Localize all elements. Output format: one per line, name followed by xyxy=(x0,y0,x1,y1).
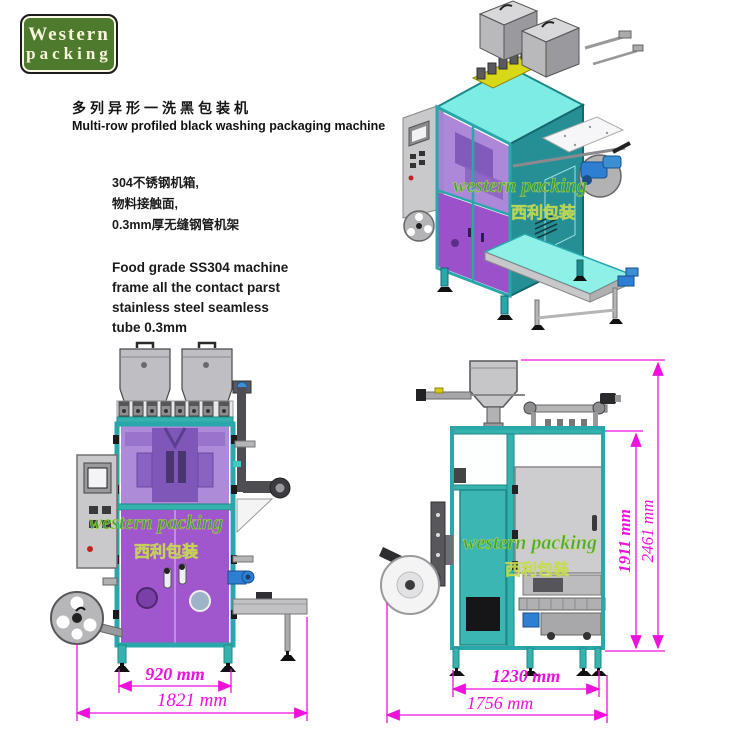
machine-body-side xyxy=(450,426,606,650)
vent-slots xyxy=(534,213,558,240)
film-arm-front xyxy=(232,380,291,534)
machine-side-view: 1230 mm 1756 mm 1911 mm 2461 mm western … xyxy=(379,359,665,723)
conveyor-3d xyxy=(483,233,639,330)
watermark-text-zh: 西利包装 xyxy=(511,203,575,222)
watermark-text: western packing xyxy=(453,175,587,197)
machine-front-view: 920 mm 1821 mm western packing 西利包装 xyxy=(50,341,309,721)
logo-line1: Western xyxy=(28,24,110,45)
watermark-text-zh: 西利包装 xyxy=(134,542,198,561)
spec-zh-line: 物料接触面, xyxy=(112,197,178,211)
top-mechanism-side xyxy=(523,393,621,428)
dim-1821: 1821 mm xyxy=(157,690,227,711)
western-packing-logo: Western packing xyxy=(20,14,118,74)
dim-1230: 1230 mm xyxy=(492,666,561,686)
spec-text-block: 304不锈钢机箱, 物料接触面, 0.3mm厚无缝钢管机架 Food grade… xyxy=(112,173,288,338)
pump-heads-row xyxy=(116,400,234,418)
machine-feet-front xyxy=(114,644,236,672)
spec-zh-line: 304不锈钢机箱, xyxy=(112,176,199,190)
spec-en-line: frame all the contact parst xyxy=(112,280,281,295)
film-unwinder-3d xyxy=(512,141,631,198)
page-title-chinese: 多列异形一洗黑包装机 xyxy=(72,100,252,116)
tower-feet-3d xyxy=(437,259,587,320)
watermark-text: western packing xyxy=(89,512,223,534)
injector-side xyxy=(416,387,525,401)
watermark-text: western packing xyxy=(463,532,597,554)
film-reel-3d xyxy=(403,210,435,242)
dim-1911: 1911 mm xyxy=(615,509,634,573)
film-unwinder-side xyxy=(379,501,453,615)
spec-zh-line: 0.3mm厚无缝钢管机架 xyxy=(112,218,240,232)
spec-en-line: tube 0.3mm xyxy=(112,320,188,335)
spec-en-line: Food grade SS304 machine xyxy=(112,260,289,275)
dimension-lines-side xyxy=(385,359,665,723)
page-title-english: Multi-row profiled black washing packagi… xyxy=(72,119,386,133)
dimension-lines-front xyxy=(75,617,309,721)
hopper-front-1 xyxy=(119,341,171,402)
hopper-front-2 xyxy=(181,341,233,402)
logo-line2: packing xyxy=(26,44,112,63)
watermark-text-zh: 西利包装 xyxy=(505,560,569,579)
control-panel-front xyxy=(76,454,118,569)
film-reel-front xyxy=(50,591,123,645)
dim-920: 920 mm xyxy=(145,664,205,684)
spec-en: Food grade SS304 machine frame all the c… xyxy=(112,258,288,338)
machine-3d-render: western packing 西利包装 xyxy=(402,0,644,330)
spec-zh: 304不锈钢机箱, 物料接触面, 0.3mm厚无缝钢管机架 xyxy=(112,173,288,236)
machine-body-front xyxy=(113,416,237,648)
dim-1756: 1756 mm xyxy=(467,693,534,713)
hopper-box-2 xyxy=(520,17,581,78)
spec-en-line: stainless steel seamless xyxy=(112,300,269,315)
power-led xyxy=(408,175,414,181)
side-table-3d xyxy=(541,116,625,153)
top-shafts xyxy=(584,30,644,66)
dim-2461: 2461 mm xyxy=(638,500,657,563)
outfeed-conveyor-front xyxy=(102,555,308,661)
